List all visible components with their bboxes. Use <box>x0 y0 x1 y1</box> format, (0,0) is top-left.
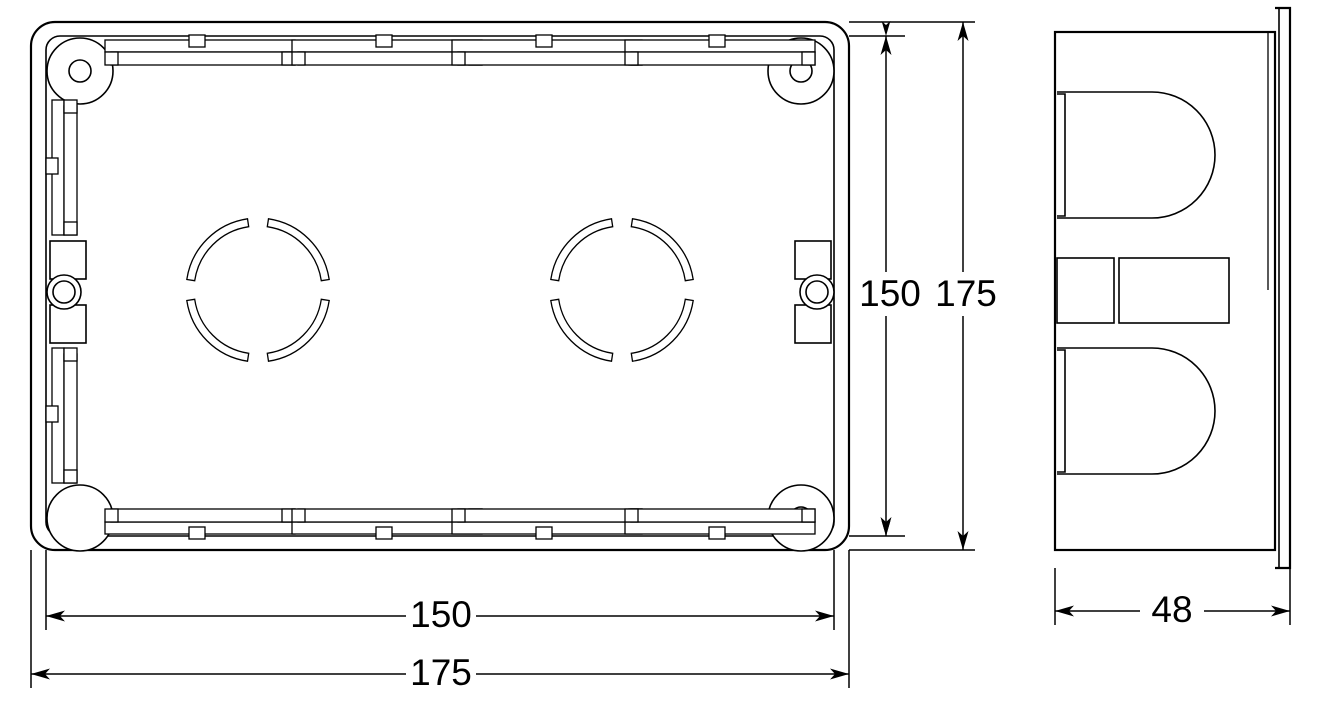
knockout-left <box>186 218 330 362</box>
side-middle-block <box>1056 257 1230 324</box>
rib-row-bottom <box>104 508 816 540</box>
side-knockout-bottom <box>1056 347 1216 475</box>
dimension-label-height-150: 150 <box>859 273 921 314</box>
extension-lines <box>30 21 1291 688</box>
dimension-label-width-150: 150 <box>410 594 472 635</box>
corner-boss-bottom-left <box>46 484 114 552</box>
knockout-right <box>550 218 694 362</box>
side-flange <box>1275 6 1292 570</box>
front-view <box>29 20 851 552</box>
corner-boss-top-left <box>46 37 114 105</box>
side-boss-left <box>46 240 87 344</box>
side-knockout-top <box>1056 91 1216 219</box>
dimension-label-width-175: 175 <box>410 652 472 693</box>
side-boss-right <box>794 240 835 344</box>
dimension-label-height-175: 175 <box>935 273 997 314</box>
side-view <box>1053 6 1292 570</box>
dimension-label-depth-48: 48 <box>1151 589 1192 630</box>
front-outer-body <box>29 20 851 552</box>
front-inner-wall <box>45 35 835 537</box>
rib-row-top <box>104 34 816 66</box>
